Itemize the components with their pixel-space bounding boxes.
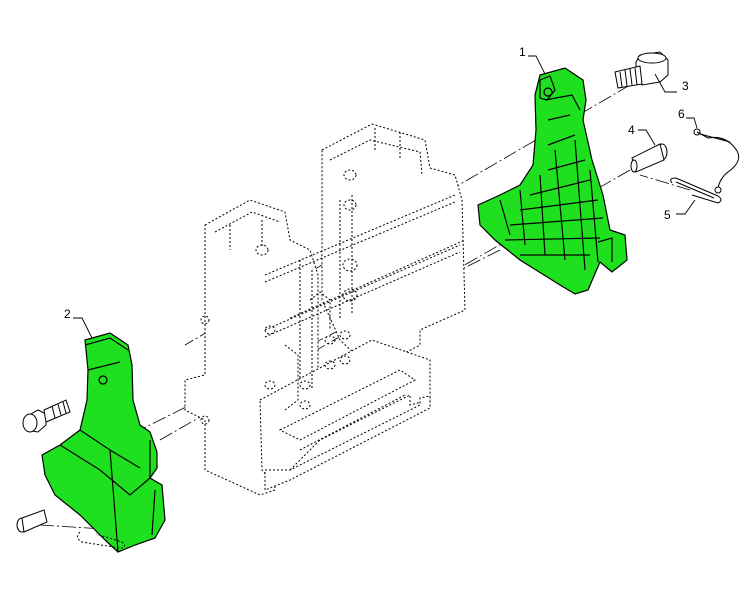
part-5-hairpin-clip bbox=[670, 177, 722, 204]
left-pin bbox=[16, 509, 48, 533]
part-1-quadrant-bracket bbox=[477, 67, 628, 295]
callout-label-2: 2 bbox=[64, 307, 71, 321]
callout-3: 3 bbox=[654, 73, 689, 93]
callout-6: 6 bbox=[678, 107, 698, 129]
part-2-quadrant-bracket bbox=[41, 332, 166, 553]
left-bolt bbox=[22, 399, 71, 433]
callout-label-5: 5 bbox=[664, 208, 671, 222]
frame-assembly bbox=[184, 123, 466, 496]
callout-4: 4 bbox=[628, 123, 656, 146]
part-6-lanyard bbox=[693, 128, 740, 194]
callout-5: 5 bbox=[664, 199, 696, 222]
callout-label-1: 1 bbox=[519, 45, 526, 59]
callout-1: 1 bbox=[519, 45, 546, 75]
callout-label-3: 3 bbox=[682, 79, 689, 93]
callout-label-4: 4 bbox=[628, 123, 635, 137]
callout-2: 2 bbox=[64, 307, 93, 339]
part-3-bolt bbox=[614, 51, 669, 89]
left-hairpin-clip bbox=[76, 531, 126, 549]
part-4-pin bbox=[630, 143, 668, 173]
callout-label-6: 6 bbox=[678, 107, 685, 121]
